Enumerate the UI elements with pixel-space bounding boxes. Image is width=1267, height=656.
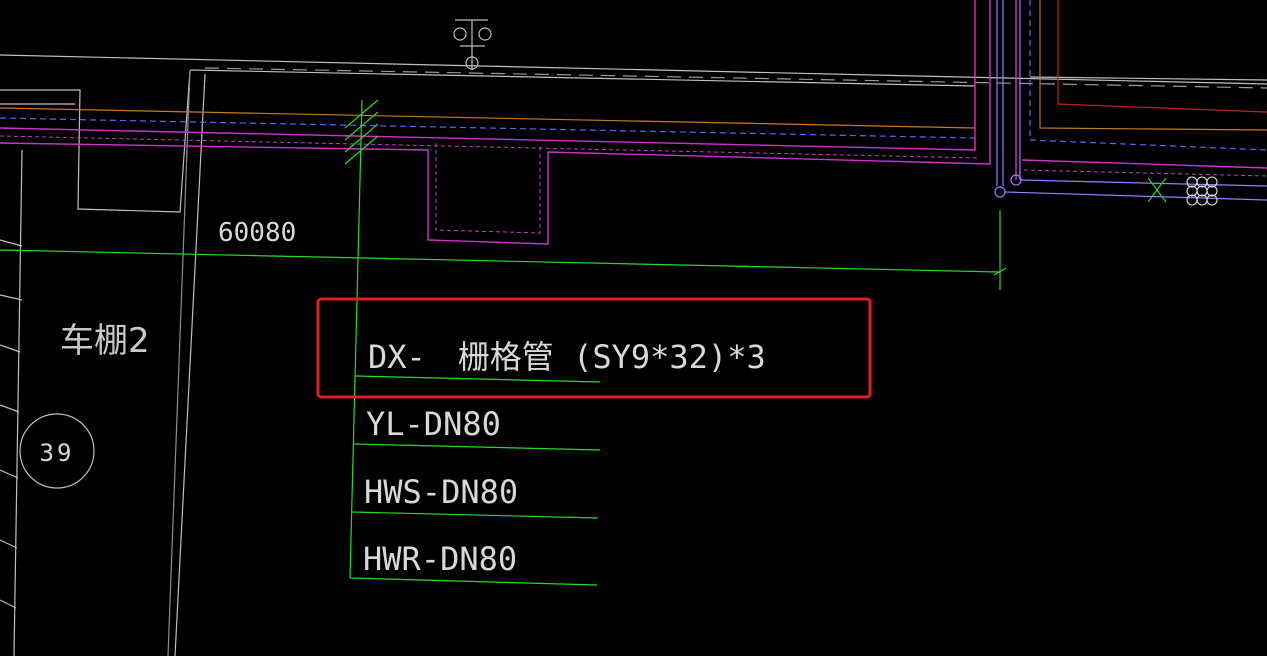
magenta-dashed-pipe: [0, 135, 1267, 234]
red-pipe: [1057, 0, 1267, 113]
pipe-label-hws[interactable]: HWS-DN80: [364, 473, 518, 511]
orange-pipe: [0, 0, 1267, 131]
dimension-label[interactable]: 60080: [218, 218, 296, 248]
green-leaders: [0, 99, 1007, 586]
blue-dashed-pipe: [0, 0, 1267, 151]
pipe-label-dx[interactable]: DX- 栅格管 (SY9*32)*3: [368, 338, 766, 376]
lamp-symbol-icon: [453, 19, 492, 70]
grid-duct-symbol-icon: [1186, 176, 1218, 206]
pipe-label-yl[interactable]: YL-DN80: [366, 405, 501, 443]
valve-icon: [1147, 177, 1167, 203]
grid-bubble-label: 39: [40, 439, 75, 467]
magenta-pipe: [0, 0, 1267, 245]
pipe-label-hwr[interactable]: HWR-DN80: [363, 540, 517, 578]
grid-bubble[interactable]: 39: [19, 413, 95, 489]
violet-riser-pipes: [994, 0, 1267, 201]
building-outline: [0, 54, 1267, 656]
area-label[interactable]: 车棚2: [60, 321, 150, 361]
highlight-box: [316, 297, 872, 399]
